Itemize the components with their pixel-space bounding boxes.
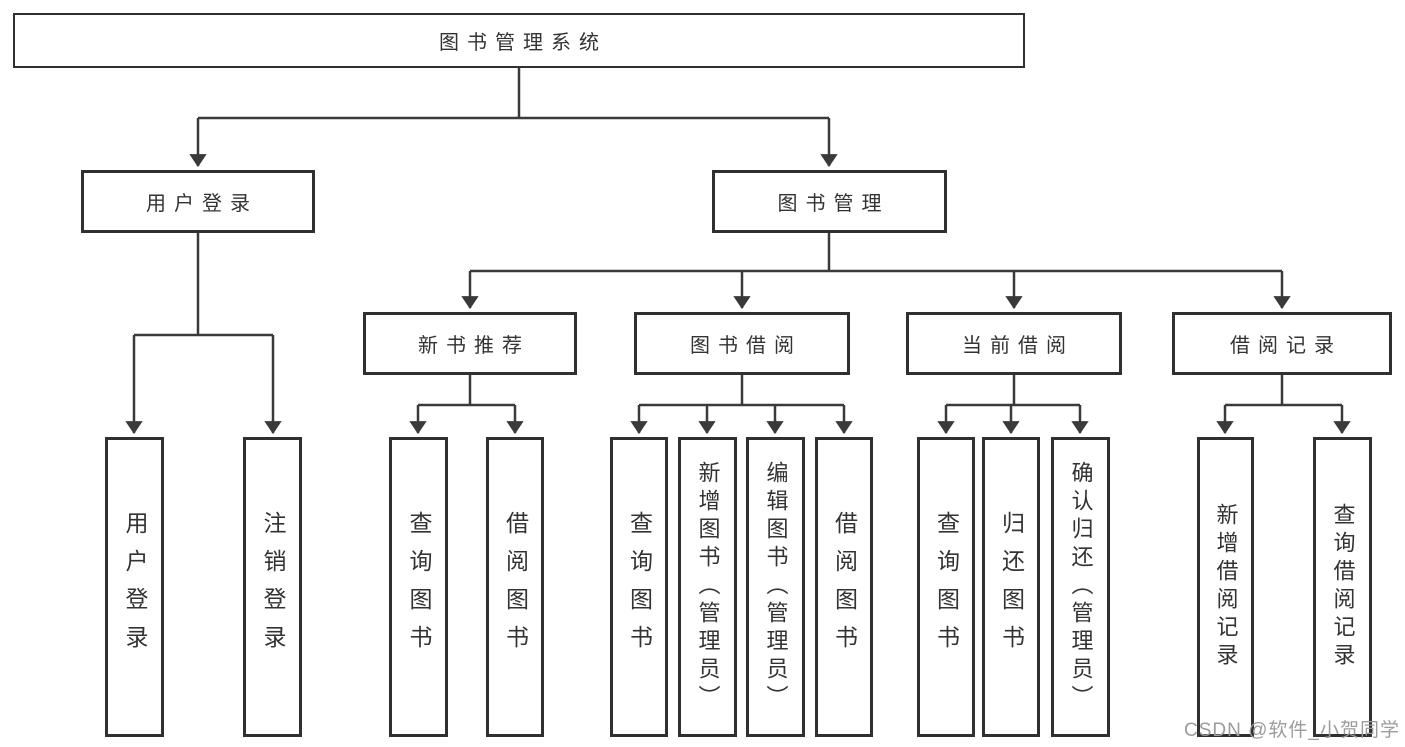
leaf-edit-books-admin-label: 编辑图书（管理员）: [763, 461, 789, 713]
node-borrowing-records: 借阅记录: [1172, 312, 1392, 375]
node-book-borrowing: 图书借阅: [634, 312, 850, 375]
leaf-add-borrow-record: 新增借阅记录: [1197, 437, 1254, 737]
leaf-borrow-books: 借阅图书: [815, 437, 873, 737]
leaf-user-login-label: 用户登录: [122, 511, 148, 663]
leaf-logout-label: 注销登录: [260, 511, 286, 663]
leaf-query-books-recommend-label: 查询图书: [406, 511, 432, 663]
leaf-confirm-return-admin-label: 确认归还（管理员）: [1068, 461, 1094, 713]
leaf-borrow-books-recommend: 借阅图书: [486, 437, 544, 737]
leaf-edit-books-admin: 编辑图书（管理员）: [746, 437, 805, 737]
leaf-query-borrow-record: 查询借阅记录: [1313, 437, 1372, 737]
leaf-add-books-admin: 新增图书（管理员）: [678, 437, 737, 737]
leaf-return-books-label: 归还图书: [998, 511, 1025, 663]
leaf-query-books-recommend: 查询图书: [389, 437, 448, 737]
leaf-borrow-books-label: 借阅图书: [831, 511, 858, 663]
leaf-user-login: 用户登录: [105, 437, 164, 737]
leaf-confirm-return-admin: 确认归还（管理员）: [1051, 437, 1110, 737]
leaf-query-books-current: 查询图书: [917, 437, 975, 737]
leaf-query-books-borrowing: 查询图书: [610, 437, 668, 737]
node-new-book-recommendation: 新书推荐: [363, 312, 577, 375]
node-current-borrowing: 当前借阅: [906, 312, 1122, 375]
leaf-logout: 注销登录: [243, 437, 302, 737]
node-user-login-branch: 用户登录: [81, 170, 315, 233]
node-library-management-system: 图书管理系统: [13, 13, 1025, 68]
leaf-add-books-admin-label: 新增图书（管理员）: [695, 461, 721, 713]
leaf-query-books-borrowing-label: 查询图书: [626, 511, 653, 663]
csdn-watermark: CSDN @软件_小贺同学: [1184, 720, 1400, 741]
leaf-query-books-current-label: 查询图书: [933, 511, 960, 663]
leaf-borrow-books-recommend-label: 借阅图书: [502, 511, 529, 663]
node-book-management-branch: 图书管理: [712, 170, 947, 233]
leaf-return-books: 归还图书: [982, 437, 1040, 737]
leaf-query-borrow-record-label: 查询借阅记录: [1330, 503, 1356, 671]
leaf-add-borrow-record-label: 新增借阅记录: [1213, 503, 1239, 671]
